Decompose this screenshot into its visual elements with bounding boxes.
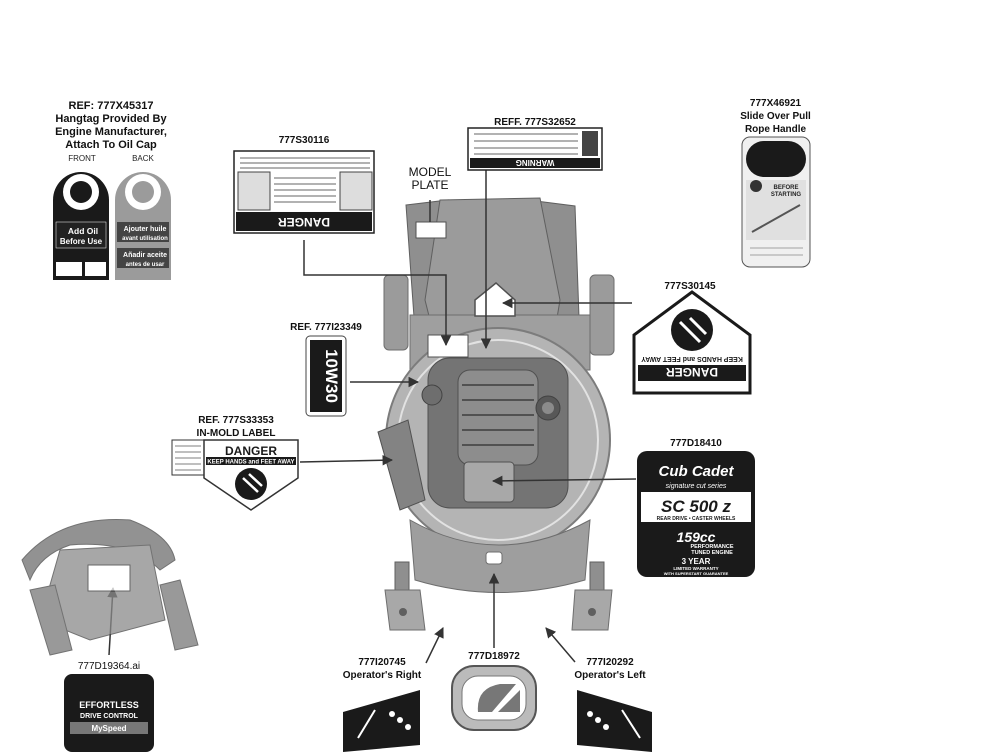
engine-text-2: TUNED ENGINE [691,550,733,556]
operator-left-decal-777i20292 [577,690,652,752]
mower-top-view [377,197,615,631]
model-plate-callout: MODEL PLATE [395,166,465,192]
hangtag-ref: REF: 777X45317 [68,100,154,112]
keep-hands-text-rotated: KEEP HANDS and FEET AWAY [641,355,743,362]
inmold-danger-word: DANGER [225,444,277,458]
hangtag-desc-1: Hangtag Provided By [55,113,167,125]
leader-lines [107,170,637,664]
avant-text: avant utilisation [122,236,168,242]
brand-logo: Cub Cadet [659,463,735,480]
right-ref: 777I20745 [358,657,406,668]
right-callout: 777I20745 Operator's Right [330,656,434,682]
warning-label-ref: 777S30116 [278,135,330,146]
danger-word-rotated: DANGER [278,215,330,229]
oil-grade-text: 10W30 [322,349,341,403]
model-plate-line-1: MODEL [408,165,452,179]
oil-label-ref: REF. 777I23349 [290,322,362,333]
hangtag-callout: REF: 777X45317 Hangtag Provided By Engin… [40,100,182,152]
drive-text: REAR DRIVE • CASTER WHEELS [657,516,736,522]
left-ref: 777I20292 [586,657,634,668]
warranty-text: LIMITED WARRANTY [673,566,718,571]
inmold-keep-hands: KEEP HANDS and FEET AWAY [207,460,294,466]
warning-word-rotated: WARNING [516,158,555,167]
hangtag-front-decal: Add Oil Before Use [53,172,109,280]
inmold-desc: IN-MOLD LABEL [196,428,276,439]
left-callout: 777I20292 Operator's Left [560,656,660,682]
model-plate-line-2: PLATE [411,178,449,192]
hand-label-ref: 777S30145 [664,281,716,292]
ajouter-text: Ajouter huile [124,226,167,233]
warning-label-777s32652: WARNING [467,127,603,171]
center-logo-777d18972 [451,665,537,731]
inmold-danger-label-777s33353: DANGER KEEP HANDS and FEET AWAY [171,439,299,511]
right-desc: Operator's Right [342,670,422,681]
hangtag-back-decal: Ajouter huile avant utilisation Añadir a… [115,172,171,280]
cubcadet-ref: 777D18410 [670,438,722,449]
pull-handle-ref: 777X46921 [749,98,802,109]
pull-handle-desc-2: Rope Handle [744,124,807,135]
hangtag-desc-2: Engine Manufacturer, [55,126,167,138]
engine-text-1: PERFORMANCE [690,544,733,550]
before-use-text: Before Use [60,237,103,246]
starting-text: STARTING [771,192,802,198]
inmold-ref: REF. 777S33353 [198,415,274,426]
series-text: signature cut series [666,483,727,490]
cc-text: 159cc [677,529,716,545]
mower-ref: 777D19364.ai [77,661,141,672]
hangtag-desc-3: Attach To Oil Cap [65,139,157,151]
myspeed-text: MySpeed [91,724,126,733]
warning2-ref: REFF. 777S32652 [494,117,576,128]
inmold-callout: REF. 777S33353 IN-MOLD LABEL [180,414,292,440]
danger-word-rotated-2: DANGER [666,365,718,379]
before-text: BEFORE [773,185,798,191]
warning-label-777s30116: DANGER [233,150,375,234]
add-oil-text: Add Oil [68,226,98,236]
operator-right-decal-777i20745 [343,690,420,752]
antes-text: antes de usar [126,262,165,268]
back-label: BACK [132,154,154,163]
effortless-decal-777d19364: EFFORTLESS DRIVE CONTROL MySpeed [64,674,154,752]
warranty-years: 3 YEAR [682,557,711,566]
effortless-text: EFFORTLESS [79,700,139,710]
mower-handle-view [21,519,199,656]
anadir-text: Añadir aceite [123,252,167,259]
left-desc: Operator's Left [574,670,646,681]
hand-danger-label-777s30145: KEEP HANDS and FEET AWAY DANGER [632,290,752,395]
cub-cadet-model-decal-777d18410: Cub Cadet signature cut series SC 500 z … [637,451,755,577]
drive-control-text: DRIVE CONTROL [80,713,139,720]
pull-handle-desc-1: Slide Over Pull [740,111,811,122]
pull-handle-callout: 777X46921 Slide Over Pull Rope Handle [718,97,833,136]
oil-grade-label-777i23349: 10W30 [305,335,347,417]
warranty-guarantee: WITH SUPERSTART GUARANTEE [664,571,729,576]
center-ref: 777D18972 [468,651,520,662]
front-label: FRONT [68,154,96,163]
pull-rope-handle-sleeve: BEFORE STARTING [741,136,811,268]
model-text: SC 500 z [661,497,731,516]
